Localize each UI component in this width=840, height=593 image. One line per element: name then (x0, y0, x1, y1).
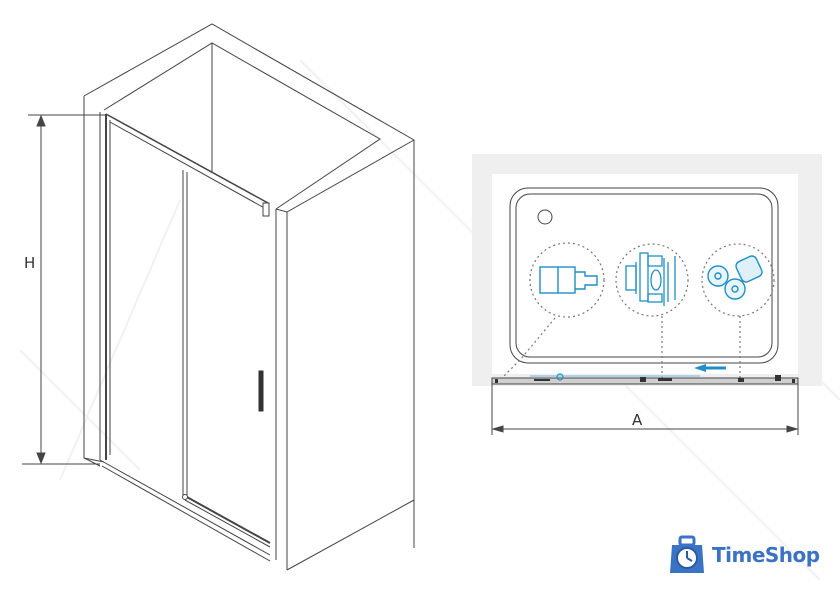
roller-detail-icon (707, 255, 763, 300)
slide-mechanism-detail-icon (625, 252, 676, 306)
wall-profile-detail-icon (539, 266, 598, 294)
timeshop-logo[interactable]: TimeShop (668, 535, 820, 575)
top-plan-view (472, 154, 822, 435)
logo-text: TimeShop (712, 543, 820, 567)
wall-profile-detail-circle (529, 242, 605, 318)
slide-direction-arrow (694, 364, 726, 372)
slide-mechanism-detail-circle (615, 243, 689, 317)
height-dimension (22, 114, 108, 465)
isometric-view (83, 23, 415, 571)
width-dimension (491, 384, 799, 435)
height-label: H (24, 254, 35, 272)
briefcase-clock-icon (670, 535, 704, 573)
width-label: A (632, 411, 643, 429)
roller-detail-circle (701, 243, 775, 317)
